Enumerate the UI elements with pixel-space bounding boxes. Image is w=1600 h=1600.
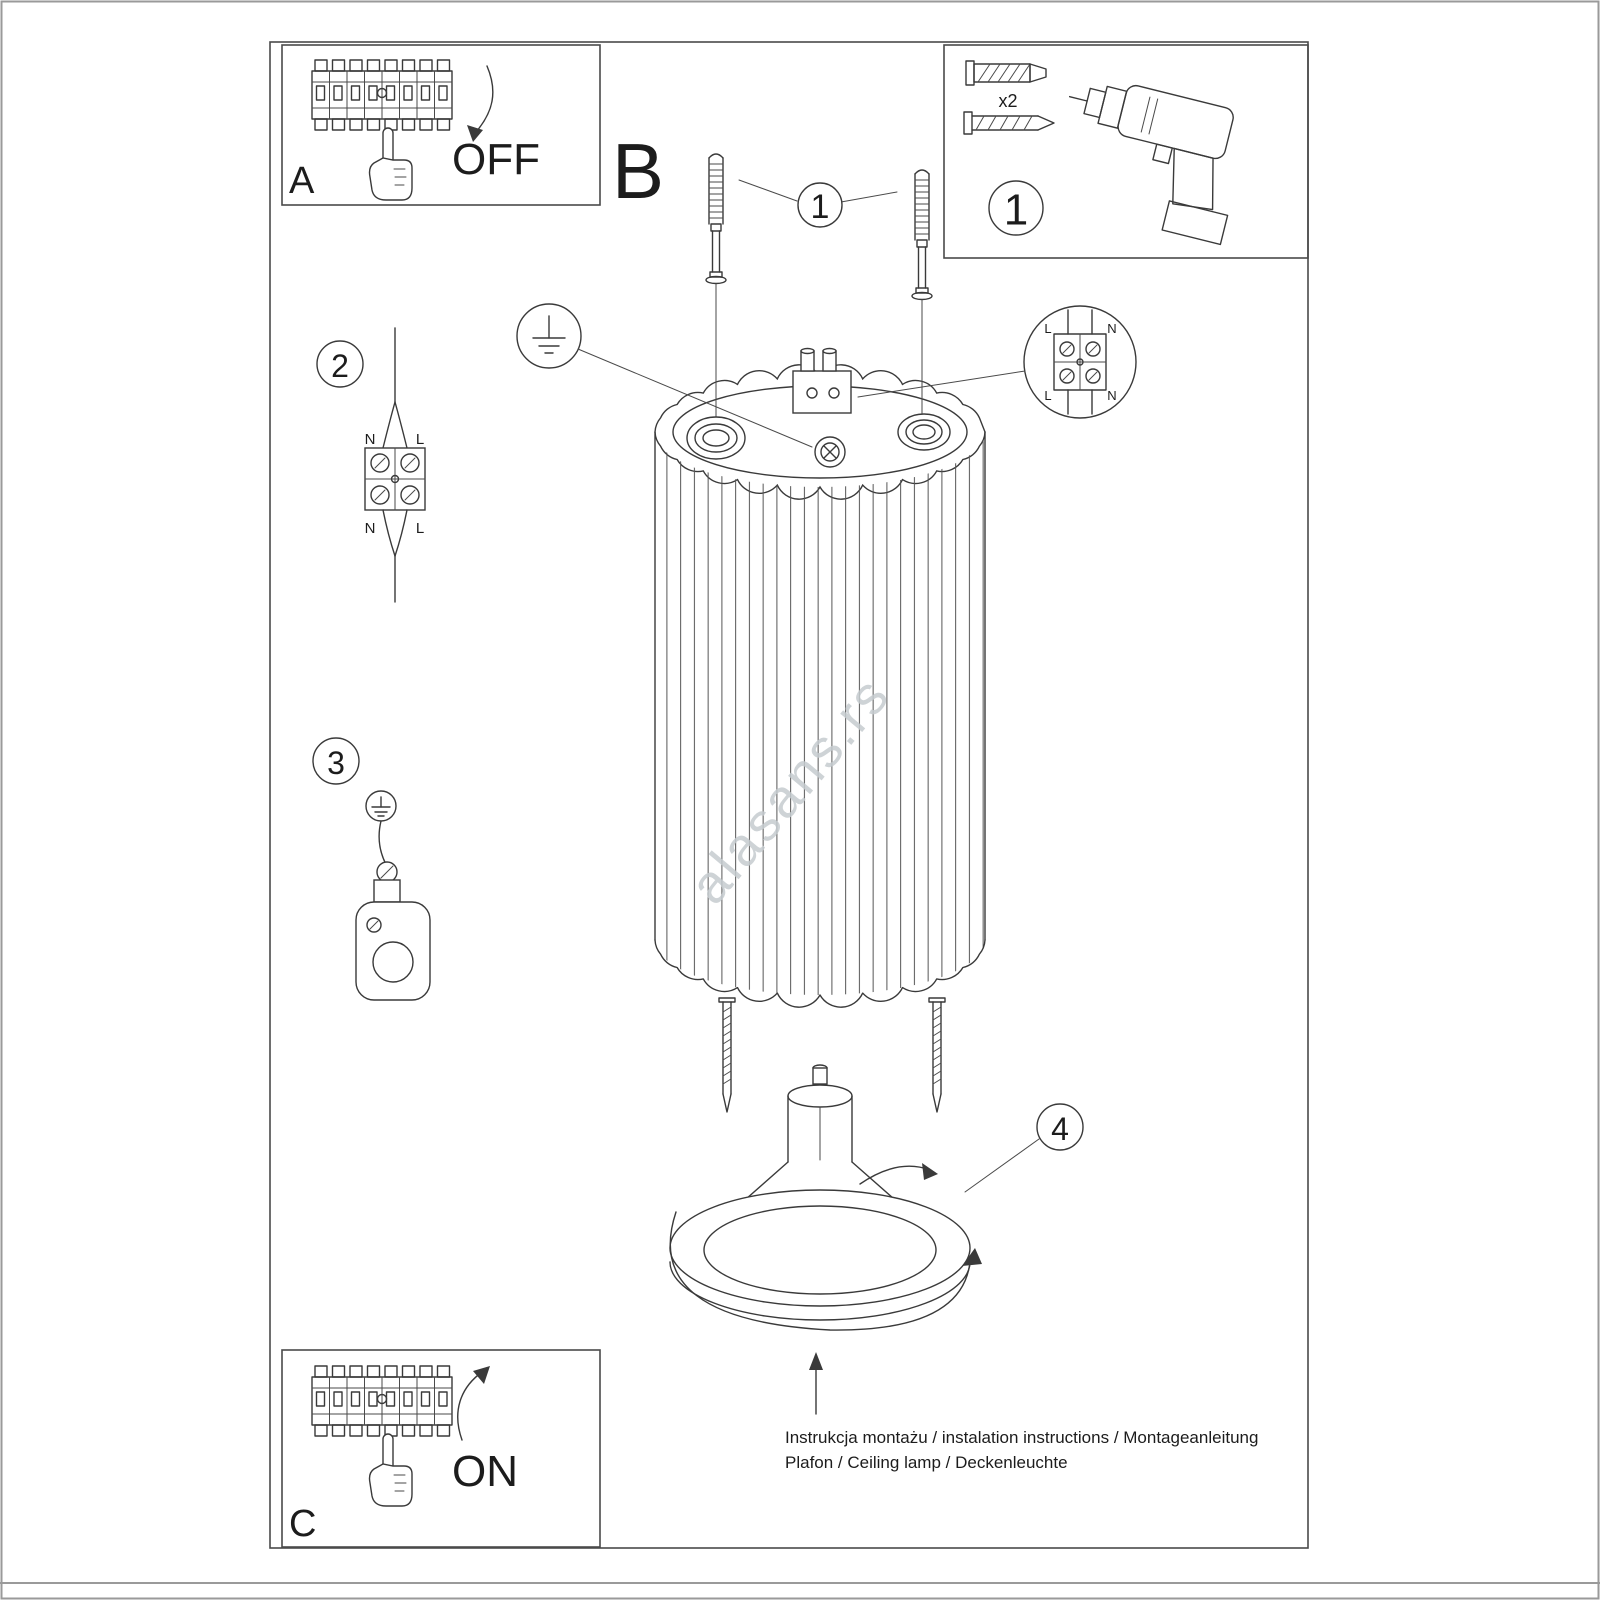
breaker-panel-icon [311, 59, 453, 131]
footer-line2: Plafon / Ceiling lamp / Deckenleuchte [785, 1453, 1068, 1472]
callout-1-badge [797, 182, 843, 228]
mounting-bracket [355, 901, 431, 1001]
wall-plug-icon [965, 60, 1047, 86]
terminal-block-on-lamp [792, 347, 852, 414]
terminal-label-bl: L [1044, 388, 1051, 403]
threaded-boss-left [686, 416, 746, 460]
screw-icon [963, 111, 1055, 135]
arrow-head [809, 1352, 823, 1370]
callout-4-badge [1036, 1103, 1084, 1151]
breaker-panel-icon [311, 1365, 453, 1437]
callout-4-number: 4 [1051, 1111, 1069, 1147]
arrow-head [922, 1163, 938, 1180]
off-label: OFF [452, 135, 540, 184]
box-c-label: C [289, 1503, 316, 1545]
step-4-bulb: 4 [669, 1064, 1084, 1415]
callout-1-number: 1 [811, 188, 830, 226]
wire-label-n-bottom: N [365, 520, 376, 537]
arrow-head [473, 1366, 490, 1384]
terminal-label-tl: L [1044, 321, 1051, 336]
arrow-curve-down-icon [475, 65, 494, 133]
ceiling-anchors: 1 [705, 153, 933, 301]
drill-icon [1068, 84, 1234, 246]
footer-line1: Instrukcja montażu / instalation instruc… [785, 1428, 1258, 1447]
arrow-head [467, 125, 483, 142]
arrow-curve-up-icon [457, 1371, 483, 1441]
terminal-detail-callout: L N L N [857, 305, 1137, 419]
on-label: ON [452, 1447, 518, 1496]
step-1-badge [988, 180, 1044, 236]
twist-arrow-small [859, 1165, 931, 1185]
terminal-label-tr: N [1107, 321, 1116, 336]
threaded-boss-right [897, 413, 951, 451]
anchor-screw-icon [705, 153, 727, 285]
ground-wire [378, 820, 389, 869]
lamp-body [654, 283, 986, 1008]
arrow-head [962, 1248, 982, 1266]
diagram-frame [269, 41, 1309, 1549]
wire-label-l-bottom: L [416, 520, 424, 537]
ground-symbol-small [365, 790, 397, 822]
section-b-label: B [612, 127, 664, 215]
ground-symbol-callout [516, 303, 813, 448]
twist-arrow-large [669, 1211, 971, 1331]
box-a-label: A [289, 160, 315, 202]
callout-2-number: 2 [331, 348, 349, 384]
hardware-box: x2 1 [943, 44, 1309, 259]
pointing-hand-icon [368, 127, 413, 201]
ground-screw [814, 436, 846, 468]
fluted-bottom-edge [654, 939, 986, 1008]
anchor-screw-icon [911, 169, 933, 301]
step-2-wiring: 2 N L N L [316, 327, 426, 603]
terminal-label-br: N [1107, 388, 1116, 403]
ground-terminal [373, 861, 401, 903]
wire-label-l-top: L [416, 431, 424, 448]
step-1-number: 1 [1004, 186, 1028, 235]
flutes [655, 432, 985, 995]
box-a-power-off: OFF A [281, 44, 601, 206]
pointing-hand-icon [368, 1433, 413, 1507]
mounting-screw-icon [928, 997, 946, 1113]
anchor-qty-label: x2 [998, 91, 1017, 111]
mounting-screw-icon [718, 997, 736, 1113]
step-3-grounding: 3 [312, 737, 431, 1001]
wire-label-n-top: N [365, 431, 376, 448]
box-c-power-on: ON C [281, 1349, 601, 1548]
callout-3-number: 3 [327, 745, 345, 781]
